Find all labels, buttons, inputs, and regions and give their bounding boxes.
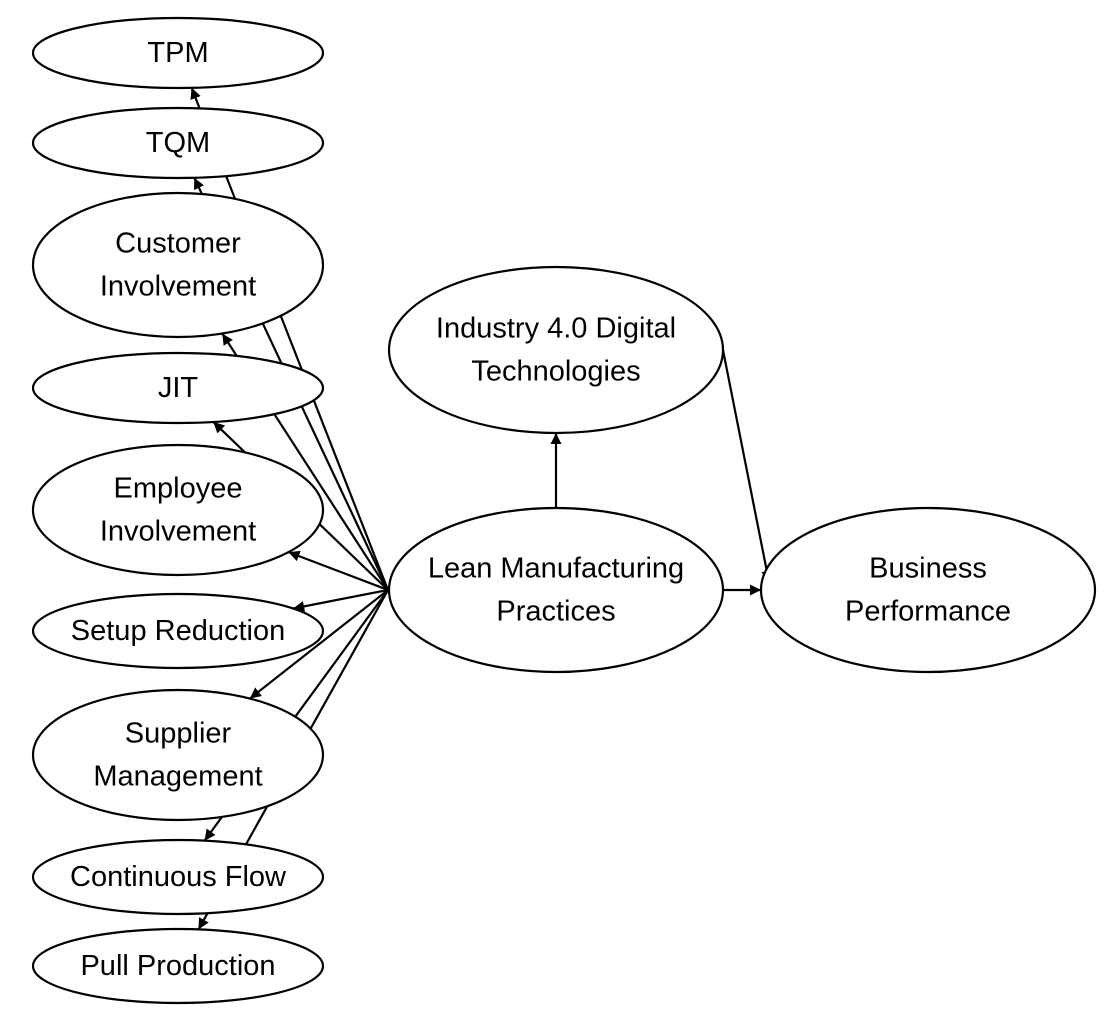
- business-label-line-2: Performance: [845, 596, 1011, 628]
- pull-label-line-1: Pull Production: [80, 950, 275, 982]
- customer-label-line-2: Involvement: [100, 271, 256, 303]
- industry-ellipse: [387, 265, 725, 435]
- industry-label-line-2: Technologies: [471, 356, 640, 388]
- flow-ellipse: [31, 838, 325, 916]
- employee-label-line-2: Involvement: [100, 516, 256, 548]
- arrow-industry-to-business: [721, 349, 773, 583]
- arrow-lean-to-employee: [288, 550, 389, 592]
- node-setup: Setup Reduction: [31, 592, 325, 670]
- jit-ellipse: [31, 351, 325, 425]
- business-label-line-1: Business: [869, 553, 987, 585]
- employee-label-line-1: Employee: [114, 473, 243, 505]
- setup-label-line-1: Setup Reduction: [71, 615, 285, 647]
- node-pull: Pull Production: [31, 927, 325, 1005]
- node-jit: JIT: [31, 351, 325, 425]
- lean-label-line-2: Practices: [496, 596, 615, 628]
- setup-ellipse: [31, 592, 325, 670]
- business-ellipse: [759, 506, 1097, 674]
- tqm-ellipse: [31, 106, 325, 180]
- nodes: TPMTQMCustomerInvolvementJITEmployeeInvo…: [31, 16, 1097, 1005]
- supplier-label-line-2: Management: [93, 761, 262, 793]
- pull-ellipse: [31, 927, 325, 1005]
- node-flow: Continuous Flow: [31, 838, 325, 916]
- node-tpm: TPM: [31, 16, 325, 90]
- supplier-ellipse: [31, 688, 325, 822]
- flow-label-line-1: Continuous Flow: [70, 861, 287, 893]
- lean-ellipse: [387, 506, 725, 674]
- tpm-ellipse: [31, 16, 325, 90]
- jit-label-line-1: JIT: [158, 372, 199, 404]
- lean-label-line-1: Lean Manufacturing: [428, 553, 684, 585]
- arrow-lean-to-setup: [292, 588, 389, 612]
- arrow-lean-to-supplier: [249, 589, 389, 700]
- industry-label-line-1: Industry 4.0 Digital: [436, 313, 676, 345]
- tqm-label-line-1: TQM: [146, 127, 210, 159]
- node-tqm: TQM: [31, 106, 325, 180]
- customer-ellipse: [31, 191, 325, 339]
- employee-ellipse: [31, 443, 325, 577]
- customer-label-line-1: Customer: [115, 228, 241, 260]
- tpm-label-line-1: TPM: [147, 37, 208, 69]
- supplier-label-line-1: Supplier: [125, 718, 232, 750]
